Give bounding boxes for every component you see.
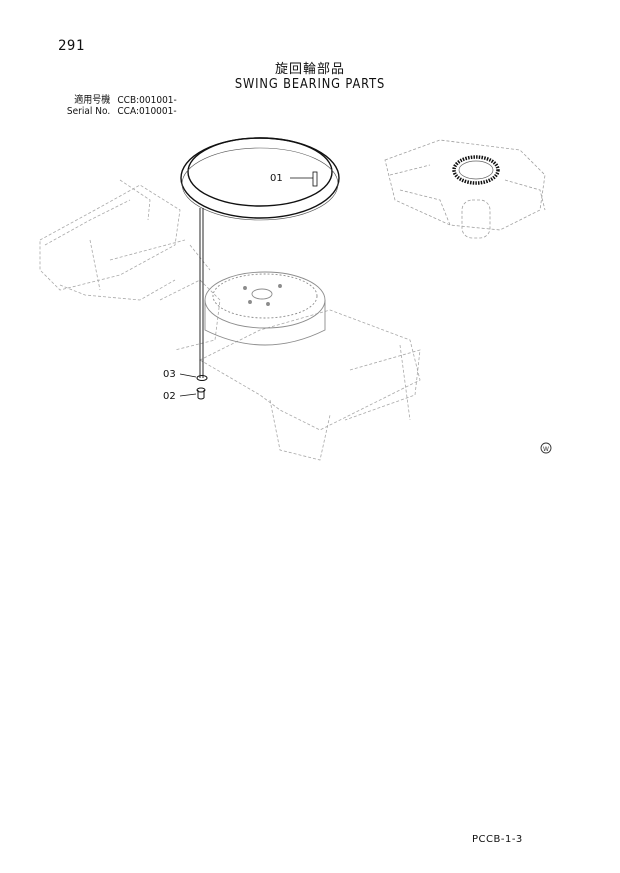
serial-label: 適用号機 [74, 95, 111, 106]
serial-row-number: Serial No. CCA:010001- [58, 106, 177, 117]
serial-value: CCA:010001- [117, 106, 177, 117]
overview-inset [384, 139, 546, 239]
callout-part-01 [290, 171, 318, 187]
page-title-japanese: 旋回輪部品 [274, 62, 345, 77]
excavator-frame-outline [39, 179, 421, 461]
page-title-english: SWING BEARING PARTS [234, 77, 386, 92]
serial-value: CCB:001001- [117, 95, 177, 106]
page-number: 291 [58, 38, 85, 54]
swing-bearing-ring [180, 137, 340, 221]
serial-row-model: 適用号機 CCB:001001- [58, 95, 177, 106]
bolt-alignment-line [199, 208, 204, 378]
document-code: PCCB-1-3 [472, 834, 523, 845]
turntable-outline [204, 271, 326, 346]
washer-part-03 [179, 373, 208, 381]
bolt-part-02 [179, 387, 206, 400]
overview-bearing-highlight [452, 155, 500, 185]
serial-label: Serial No. [66, 106, 111, 117]
serial-applicability: 適用号機 CCB:001001- Serial No. CCA:010001- [58, 95, 177, 117]
